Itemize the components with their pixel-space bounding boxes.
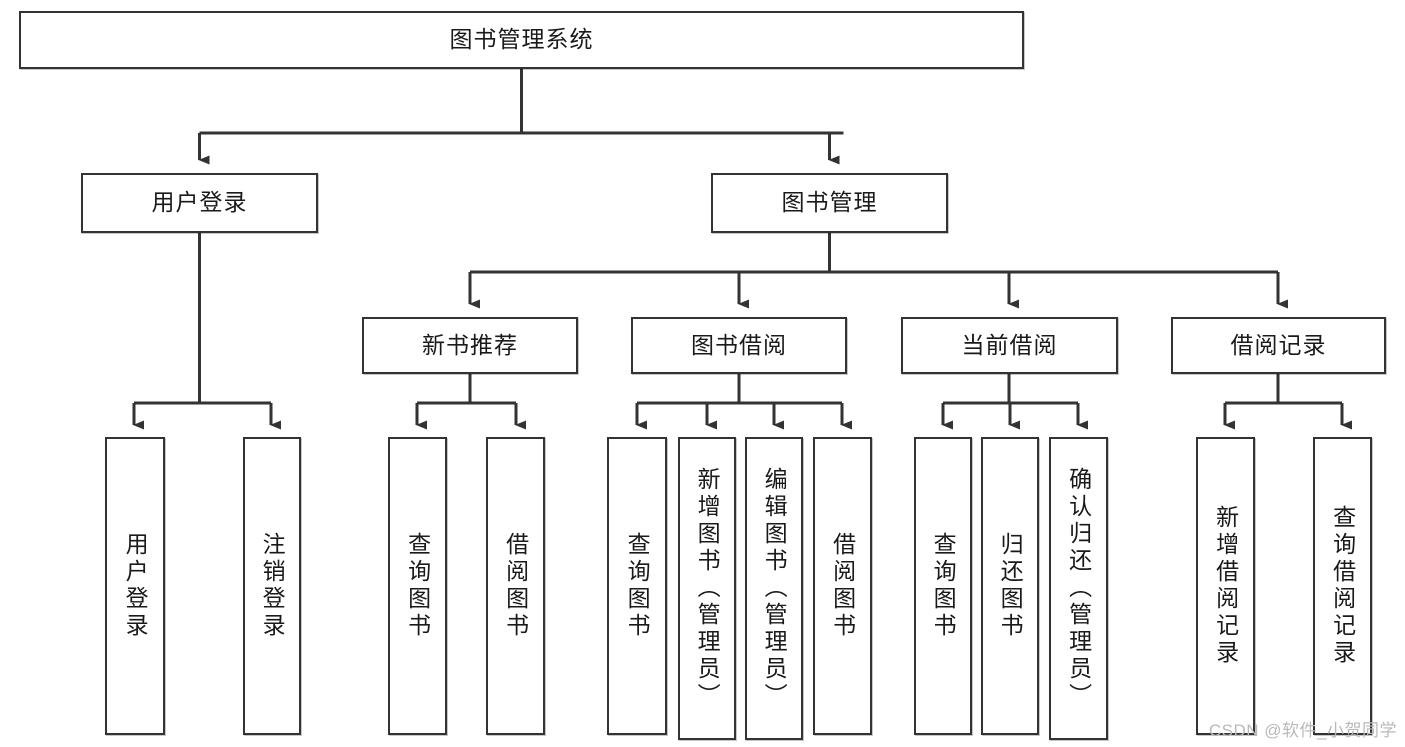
node-leaf-query-book-2-label: 查询图书 — [624, 532, 651, 640]
node-book-borrow-label: 图书借阅 — [691, 331, 787, 358]
node-new-book-recommend-label: 新书推荐 — [422, 331, 518, 358]
node-leaf-query-record-label: 查询借阅记录 — [1329, 505, 1356, 667]
node-leaf-return-book-label: 归还图书 — [997, 532, 1024, 640]
node-leaf-query-book-3-label: 查询图书 — [930, 532, 957, 640]
node-leaf-query-record[interactable]: 查询借阅记录 — [1313, 437, 1372, 735]
node-leaf-add-record-label: 新增借阅记录 — [1212, 505, 1239, 667]
node-new-book-recommend[interactable]: 新书推荐 — [362, 317, 578, 374]
node-user-login-label: 用户登录 — [151, 189, 248, 216]
node-leaf-add-book-label: 新增图书（管理员） — [694, 467, 721, 710]
node-leaf-query-book-3[interactable]: 查询图书 — [914, 437, 972, 735]
node-current-borrow-label: 当前借阅 — [961, 331, 1058, 358]
node-leaf-confirm-return[interactable]: 确认归还（管理员） — [1049, 437, 1108, 740]
node-leaf-add-record[interactable]: 新增借阅记录 — [1196, 437, 1255, 735]
node-leaf-borrow-book-2-label: 借阅图书 — [829, 532, 856, 640]
node-leaf-borrow-book-2[interactable]: 借阅图书 — [813, 437, 872, 735]
watermark-text: CSDN @软件_小贺同学 — [1208, 721, 1397, 740]
node-root[interactable]: 图书管理系统 — [19, 11, 1024, 69]
node-borrow-record[interactable]: 借阅记录 — [1171, 317, 1386, 374]
node-leaf-query-book-1[interactable]: 查询图书 — [388, 437, 447, 735]
node-leaf-edit-book-label: 编辑图书（管理员） — [761, 467, 788, 710]
node-leaf-return-book[interactable]: 归还图书 — [981, 437, 1039, 735]
node-leaf-user-logout-label: 注销登录 — [259, 532, 286, 640]
node-leaf-edit-book[interactable]: 编辑图书（管理员） — [745, 437, 803, 740]
node-leaf-add-book[interactable]: 新增图书（管理员） — [678, 437, 736, 740]
node-leaf-user-login[interactable]: 用户登录 — [105, 437, 165, 735]
node-borrow-record-label: 借阅记录 — [1230, 331, 1327, 358]
node-book-borrow[interactable]: 图书借阅 — [631, 317, 847, 374]
node-user-login[interactable]: 用户登录 — [81, 173, 318, 233]
node-leaf-user-logout[interactable]: 注销登录 — [243, 437, 301, 735]
node-book-manage[interactable]: 图书管理 — [711, 173, 948, 233]
node-root-label: 图书管理系统 — [449, 26, 594, 53]
node-book-manage-label: 图书管理 — [781, 189, 878, 216]
node-leaf-query-book-2[interactable]: 查询图书 — [607, 437, 667, 735]
node-leaf-query-book-1-label: 查询图书 — [404, 532, 431, 640]
node-current-borrow[interactable]: 当前借阅 — [901, 317, 1118, 374]
node-leaf-confirm-return-label: 确认归还（管理员） — [1065, 467, 1092, 710]
node-leaf-borrow-book-1[interactable]: 借阅图书 — [486, 437, 545, 735]
node-leaf-borrow-book-1-label: 借阅图书 — [502, 532, 529, 640]
node-leaf-user-login-label: 用户登录 — [122, 532, 149, 640]
